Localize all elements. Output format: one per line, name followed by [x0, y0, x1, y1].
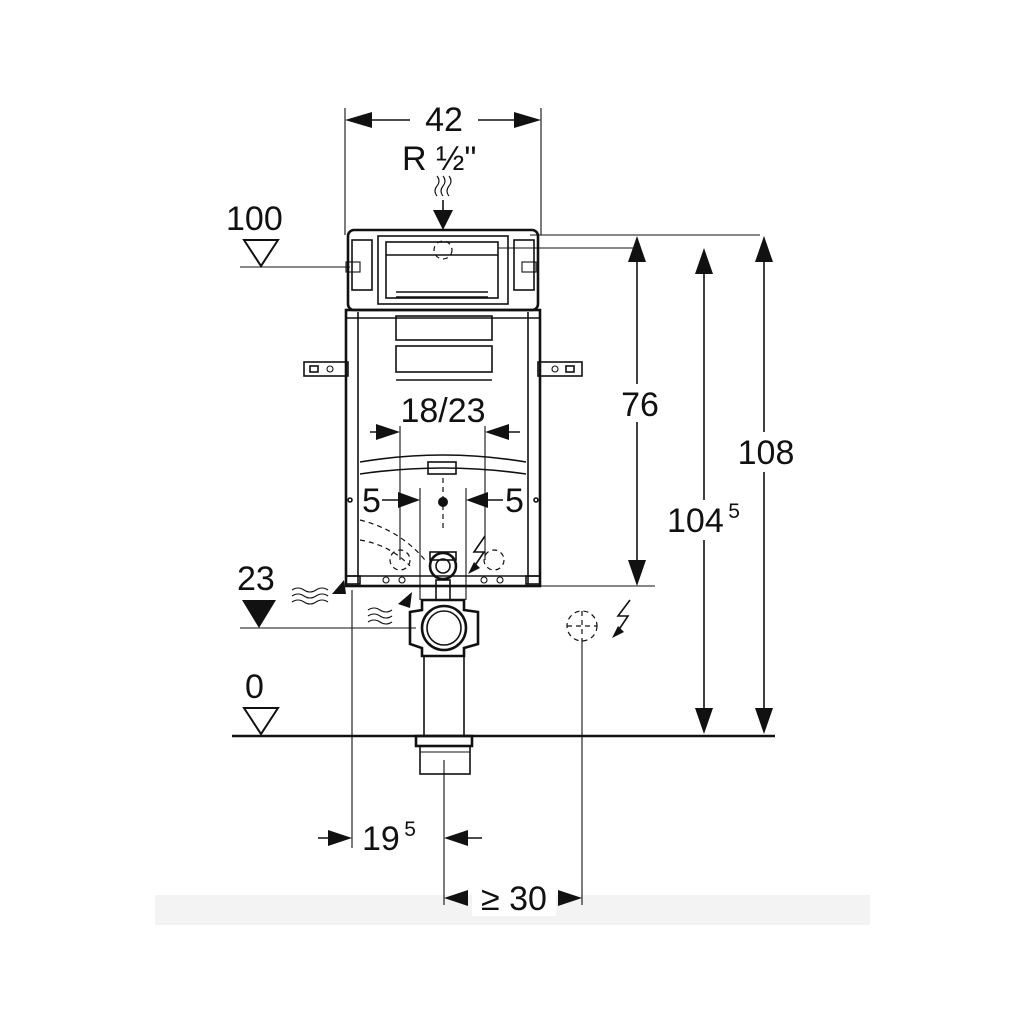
width-42-label: 42 [425, 101, 463, 139]
cistern-box [345, 228, 760, 312]
height-104-label: 104 [667, 502, 724, 540]
level-23-marker: 23 [237, 560, 416, 629]
electric-icon [471, 535, 486, 571]
level-100-label: 100 [226, 200, 283, 238]
level-triangle-icon [242, 239, 280, 268]
dimension-height-76: 76 [541, 236, 662, 587]
level-100-marker: 100 [226, 200, 350, 268]
level-0-label: 0 [245, 668, 264, 706]
span-18-23-label: 18/23 [400, 392, 485, 430]
center-point-icon [438, 497, 448, 507]
svg-text:104 5: 104 5 [667, 500, 740, 540]
electric-icon-2 [615, 599, 631, 635]
floor-level-0: 0 [232, 668, 775, 738]
height-104-sup: 5 [728, 500, 740, 523]
depth-19-label: 19 [362, 820, 400, 858]
height-108-label: 108 [738, 434, 795, 472]
supply-arrow-icon [433, 210, 453, 230]
dimension-height-104-5: 104 5 [664, 248, 748, 734]
waste-pipe [408, 579, 480, 775]
dimension-span-18-23: 18/23 [370, 392, 520, 560]
electrical-socket [566, 599, 631, 905]
supply-connection-label: R ½" [402, 140, 476, 178]
offset-left-label: 5 [362, 482, 381, 520]
offset-right-label: 5 [505, 482, 524, 520]
dimension-offsets-5: 5 5 [362, 478, 524, 600]
level-23-label: 23 [237, 560, 275, 598]
mounting-frame [303, 308, 583, 588]
svg-text:19 5: 19 5 [362, 818, 416, 858]
dimension-height-108: 108 [734, 236, 798, 734]
depth-19-sup: 5 [404, 818, 416, 841]
height-76-label: 76 [621, 386, 659, 424]
dimension-min-30: ≥ 30 [444, 878, 582, 918]
level-filled-triangle-icon [242, 600, 276, 628]
min-30-label: ≥ 30 [481, 880, 547, 918]
dimension-width-42: 42 [344, 98, 542, 235]
level-0-triangle-icon [242, 707, 280, 736]
drain-stub [428, 535, 486, 581]
dimension-depth-19-5: 19 5 [318, 590, 482, 905]
supply-connection: R ½" [402, 140, 476, 230]
